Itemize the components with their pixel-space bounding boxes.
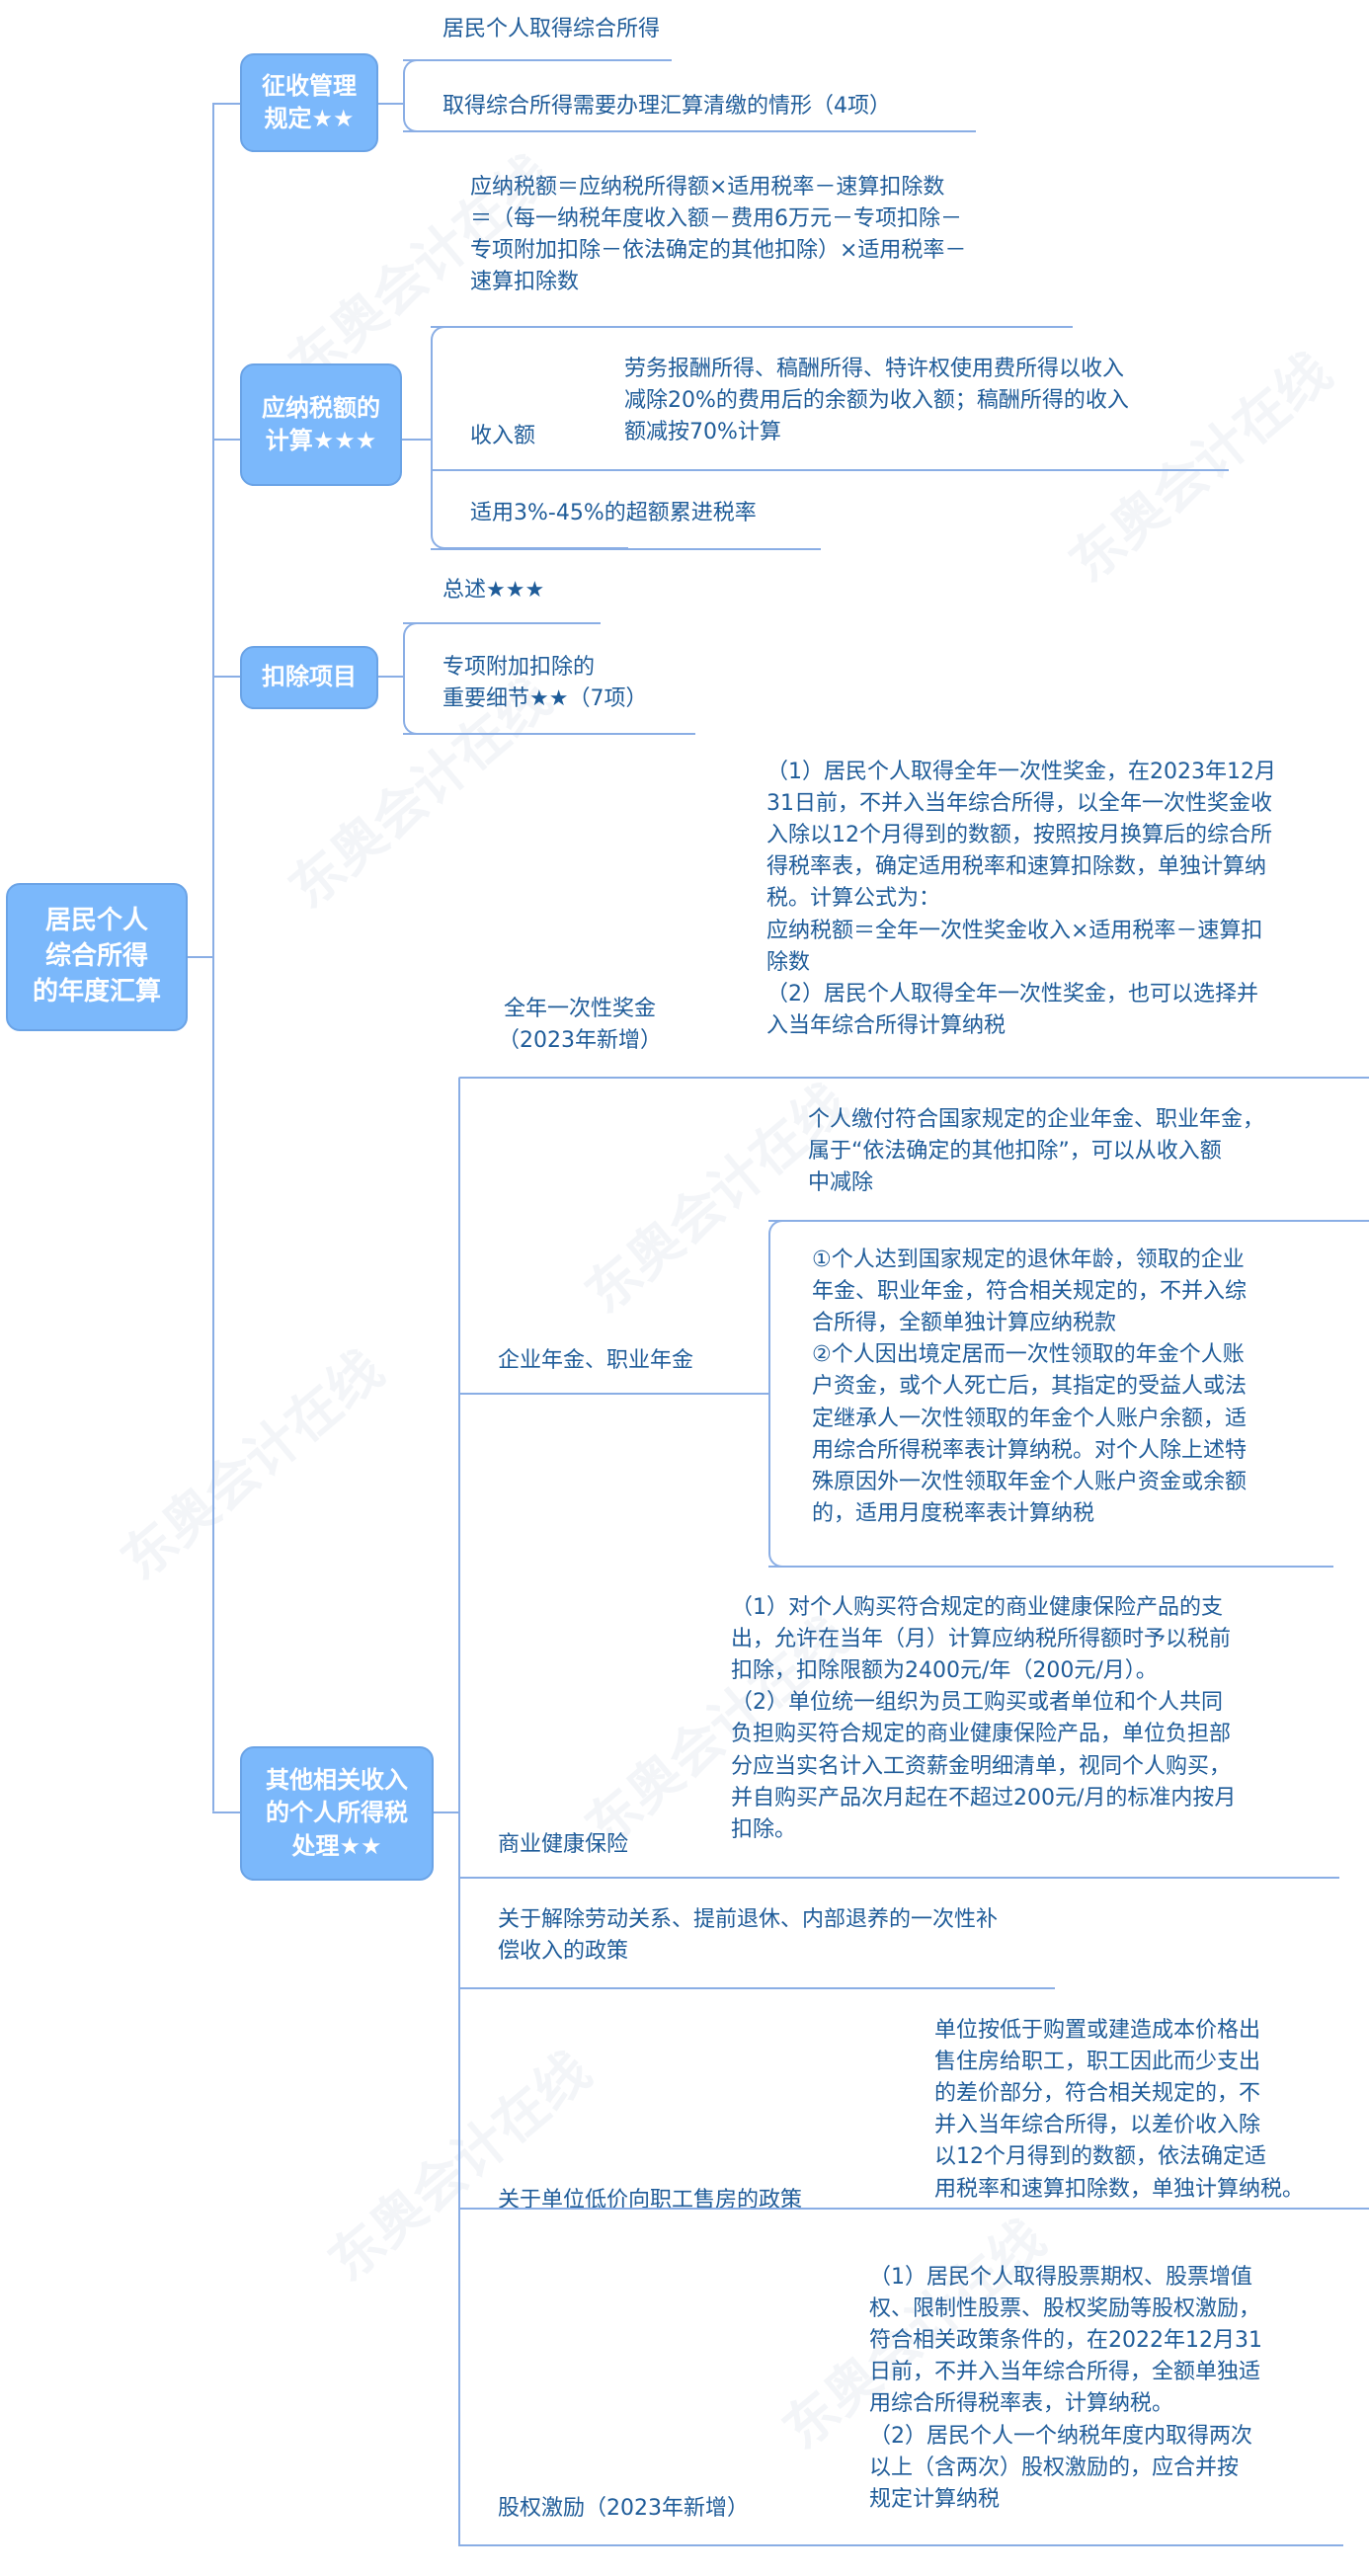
connector <box>403 130 976 132</box>
connector <box>458 1877 1339 1879</box>
connector <box>431 469 1229 471</box>
connector <box>458 1393 768 1395</box>
formula-text: 应纳税额＝应纳税所得额×适用税率－速算扣除数 ＝（每一纳税年度收入额－费用6万元… <box>470 175 967 295</box>
leaf-item[interactable]: 居民个人取得综合所得 <box>443 17 661 41</box>
connector <box>431 326 1073 328</box>
connector <box>378 676 404 678</box>
watermark: 东奥会计在线 <box>109 1338 395 1592</box>
connector <box>458 1987 1055 1989</box>
connector <box>403 622 573 624</box>
connector <box>768 1220 1369 1222</box>
branch-collection-rules[interactable]: 征收管理 规定★★ <box>240 53 378 152</box>
leaf-item[interactable]: 企业年金、职业年金 <box>498 1348 694 1373</box>
detail-text: （1）对个人购买符合规定的商业健康保险产品的支 出，允许在当年（月）计算应纳税所… <box>731 1595 1237 1842</box>
connector <box>212 676 242 678</box>
connector <box>378 103 404 105</box>
branch-other-income[interactable]: 其他相关收入 的个人所得税 处理★★ <box>240 1746 434 1881</box>
leaf-item[interactable]: 股权激励（2023年新增） <box>498 2496 749 2521</box>
leaf-item[interactable]: 适用3%-45%的超额累进税率 <box>470 501 757 525</box>
leaf-item[interactable]: 商业健康保险 <box>498 1832 629 1857</box>
branch-deductions[interactable]: 扣除项目 <box>240 646 378 709</box>
connector <box>212 1811 242 1813</box>
branch-label: 征收管理 规定★★ <box>262 71 357 132</box>
connector <box>212 103 214 1811</box>
watermark: 东奥会计在线 <box>316 2040 603 2294</box>
leaf-item[interactable]: 专项附加扣除的 重要细节★★（7项） <box>443 655 648 712</box>
leaf-item[interactable]: 总述★★★ <box>443 578 545 603</box>
leaf-item[interactable]: 取得综合所得需要办理汇算清缴的情形（4项） <box>443 94 891 119</box>
connector <box>403 733 695 735</box>
connector <box>458 1077 1369 1079</box>
branch-label: 扣除项目 <box>262 663 357 691</box>
detail-text: 个人缴付符合国家规定的企业年金、职业年金， 属于“依法确定的其他扣除”，可以从收… <box>808 1107 1265 1196</box>
connector <box>458 2208 1369 2210</box>
branch-label: 应纳税额的 计算★★★ <box>262 393 380 454</box>
connector <box>212 439 242 441</box>
leaf-item[interactable]: 收入额 <box>470 424 536 448</box>
detail-text: 劳务报酬所得、稿酬所得、特许权使用费所得以收入 减除20%的费用后的余额为收入额… <box>624 357 1129 445</box>
connector <box>431 548 821 550</box>
connector <box>434 1811 459 1813</box>
leaf-item[interactable]: 关于单位低价向职工售房的政策 <box>498 2188 803 2213</box>
branch-label: 其他相关收入 的个人所得税 处理★★ <box>266 1766 408 1860</box>
branch-tax-calculation[interactable]: 应纳税额的 计算★★★ <box>240 363 402 486</box>
connector <box>403 59 672 61</box>
connector <box>768 1566 1333 1568</box>
detail-text: （1）居民个人取得股票期权、股票增值 权、限制性股票、股权奖励等股权激励， 符合… <box>869 2265 1262 2512</box>
root-label: 居民个人 综合所得 的年度汇算 <box>32 906 161 1006</box>
connector <box>458 2544 1343 2546</box>
connector <box>212 103 242 105</box>
detail-text: （1）居民个人取得全年一次性奖金，在2023年12月 31日前，不并入当年综合所… <box>766 760 1276 1038</box>
root-node[interactable]: 居民个人 综合所得 的年度汇算 <box>6 883 188 1031</box>
detail-text: ①个人达到国家规定的退休年龄，领取的企业 年金、职业年金，符合相关规定的，不并入… <box>812 1248 1248 1526</box>
leaf-item[interactable]: 关于解除劳动关系、提前退休、内部退养的一次性补 偿收入的政策 <box>498 1907 999 1965</box>
detail-text: 单位按低于购置或建造成本价格出 售住房给职工，职工因此而少支出 的差价部分，符合… <box>934 2018 1305 2202</box>
connector <box>188 956 213 958</box>
connector <box>402 439 432 441</box>
connector <box>458 1079 460 2546</box>
leaf-item[interactable]: 全年一次性奖金 （2023年新增） <box>498 997 662 1054</box>
